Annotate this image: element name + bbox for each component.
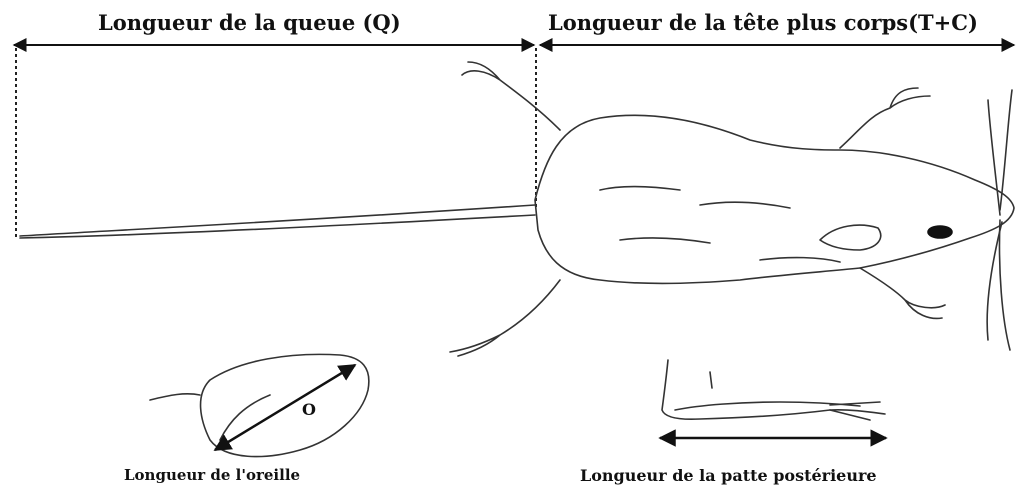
mouse-ear xyxy=(820,225,881,250)
hind-leg-upper xyxy=(462,62,560,130)
mouse-illustration xyxy=(20,62,1014,356)
ear-length-arrow xyxy=(215,365,355,450)
hind-foot-length-label: Longueur de la patte postérieure xyxy=(580,466,877,485)
mouse-tail xyxy=(20,205,535,236)
front-paw-upper xyxy=(840,88,930,148)
tail-length-label: Longueur de la queue (Q) xyxy=(98,10,401,35)
mouse-eye xyxy=(928,226,952,238)
ear-length-label: Longueur de l'oreille xyxy=(124,466,300,484)
front-paw-lower xyxy=(860,268,945,318)
head-body-length-label: Longueur de la tête plus corps(T+C) xyxy=(548,10,978,35)
ear-detail xyxy=(150,354,369,456)
hind-leg-lower xyxy=(450,280,560,356)
ear-symbol-label: O xyxy=(302,400,316,419)
hind-foot-detail xyxy=(662,360,885,420)
